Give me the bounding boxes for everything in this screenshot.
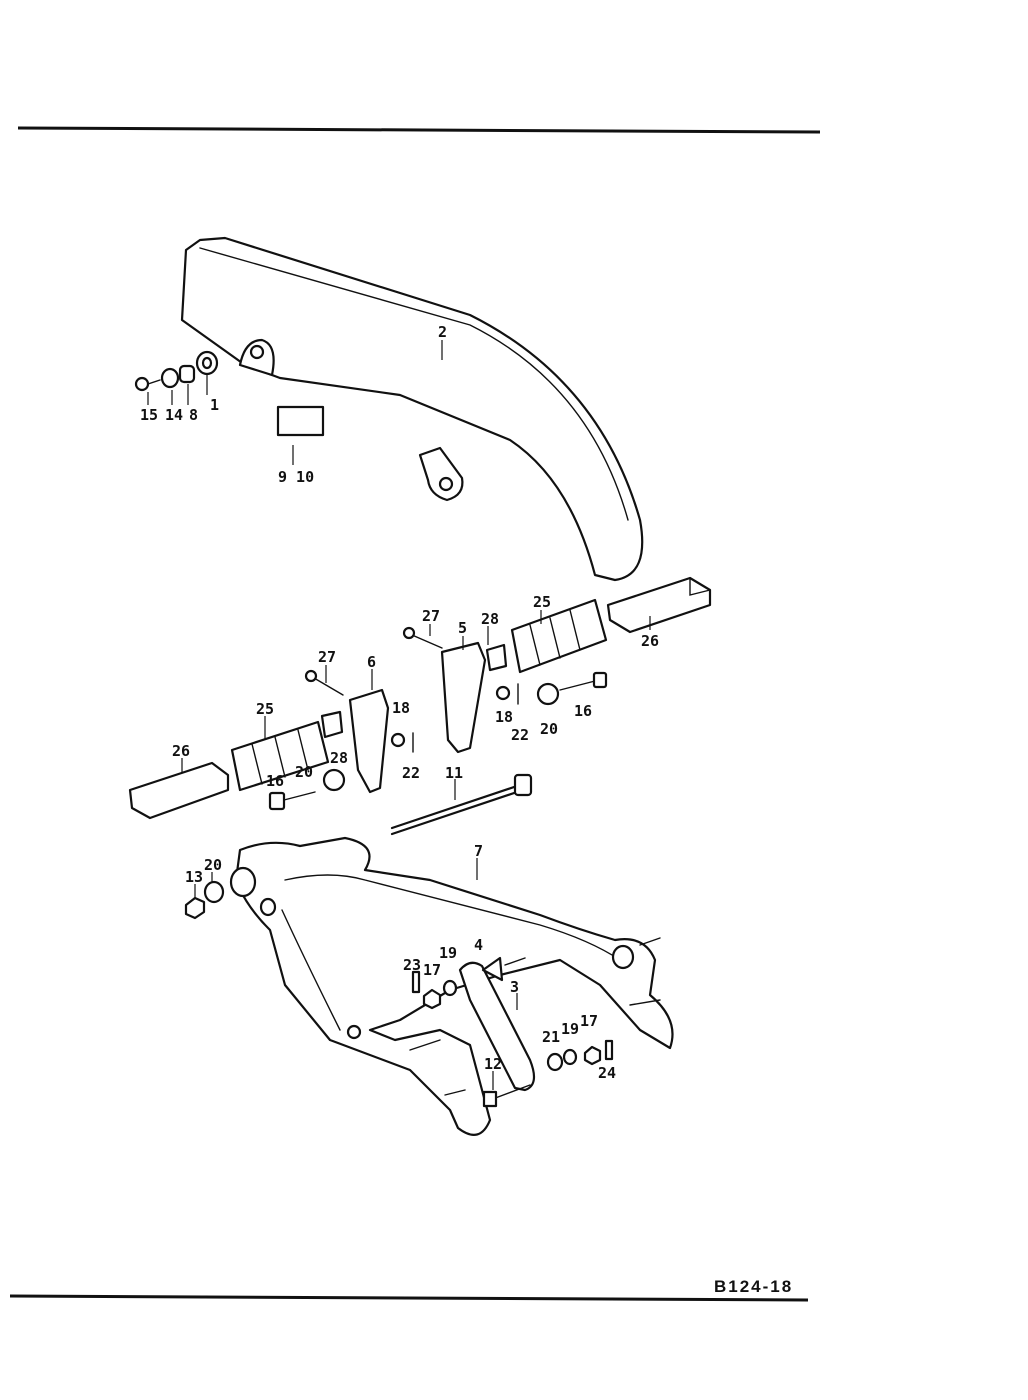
callout-28-left: 28 bbox=[330, 749, 348, 767]
callout-15: 15 bbox=[140, 406, 158, 424]
callout-3: 3 bbox=[510, 978, 519, 996]
collar bbox=[178, 364, 196, 384]
pivot-bolt bbox=[390, 773, 533, 836]
adjuster-assembly bbox=[411, 956, 614, 1108]
callout-11: 11 bbox=[445, 764, 463, 782]
callout-24: 24 bbox=[598, 1064, 616, 1082]
callout-2: 2 bbox=[438, 323, 447, 341]
top-rule bbox=[17, 126, 821, 134]
callout-25-right: 25 bbox=[533, 593, 551, 611]
step-assembly-left bbox=[128, 669, 414, 820]
callout-27-left: 27 bbox=[318, 648, 336, 666]
callout-12: 12 bbox=[484, 1055, 502, 1073]
callout-23: 23 bbox=[403, 956, 421, 974]
callout-5: 5 bbox=[458, 619, 467, 637]
callout-16-right: 16 bbox=[574, 702, 592, 720]
callout-9-10: 9 10 bbox=[278, 468, 314, 486]
callout-14: 14 bbox=[165, 406, 183, 424]
callout-26-left: 26 bbox=[172, 742, 190, 760]
callout-26-right: 26 bbox=[641, 632, 659, 650]
callout-20-left: 20 bbox=[295, 763, 313, 781]
callout-25-left: 25 bbox=[256, 700, 274, 718]
bottom-rule bbox=[9, 1294, 809, 1302]
callout-4: 4 bbox=[474, 936, 483, 954]
callout-20-pivot: 20 bbox=[204, 856, 222, 874]
callout-22-left: 22 bbox=[402, 764, 420, 782]
callout-7: 7 bbox=[474, 842, 483, 860]
leader-lines bbox=[147, 340, 651, 1090]
callout-17-upper: 17 bbox=[423, 961, 441, 979]
pivot-nut-washer bbox=[184, 880, 225, 920]
callout-28-right: 28 bbox=[481, 610, 499, 628]
callout-20-right: 20 bbox=[540, 720, 558, 738]
washer bbox=[160, 367, 180, 389]
callout-27-right: 27 bbox=[422, 607, 440, 625]
callout-13: 13 bbox=[185, 868, 203, 886]
chain-case bbox=[180, 236, 644, 582]
callout-22-right: 22 bbox=[511, 726, 529, 744]
chain-case-fasteners bbox=[134, 350, 325, 437]
bolt-head bbox=[134, 376, 150, 392]
callout-1: 1 bbox=[210, 396, 219, 414]
callout-18-right: 18 bbox=[495, 708, 513, 726]
page-code: B124-18 bbox=[714, 1277, 794, 1296]
callout-8: 8 bbox=[189, 406, 198, 424]
callout-17-lower: 17 bbox=[580, 1012, 598, 1030]
callout-18-left: 18 bbox=[392, 699, 410, 717]
callout-labels: 2 15 14 8 1 9 10 27 5 28 25 26 18 22 20 … bbox=[140, 323, 659, 1082]
caution-label bbox=[276, 405, 325, 437]
step-assembly-right bbox=[402, 576, 712, 754]
callout-19-lower: 19 bbox=[561, 1020, 579, 1038]
callout-6: 6 bbox=[367, 653, 376, 671]
callout-21: 21 bbox=[542, 1028, 560, 1046]
callout-19-upper: 19 bbox=[439, 944, 457, 962]
callout-16-left: 16 bbox=[266, 772, 284, 790]
